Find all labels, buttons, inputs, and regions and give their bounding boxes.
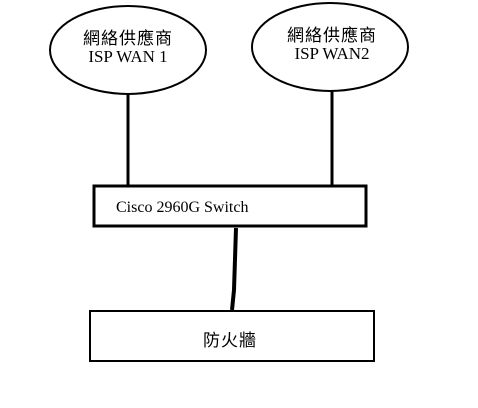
isp-wan1-label: ISP WAN 1 (88, 47, 168, 66)
isp-wan2-name: 網絡供應商 (287, 26, 377, 45)
firewall-box (89, 310, 375, 362)
isp-wan2-ellipse (251, 2, 409, 92)
firewall-label: 防火牆 (203, 331, 257, 350)
isp-wan2-label: ISP WAN2 (294, 44, 370, 63)
isp-wan1-name: 網絡供應商 (83, 29, 173, 48)
switch-label: Cisco 2960G Switch (116, 199, 249, 216)
switch-box (92, 184, 368, 228)
switch-firewall-link (230, 227, 238, 311)
